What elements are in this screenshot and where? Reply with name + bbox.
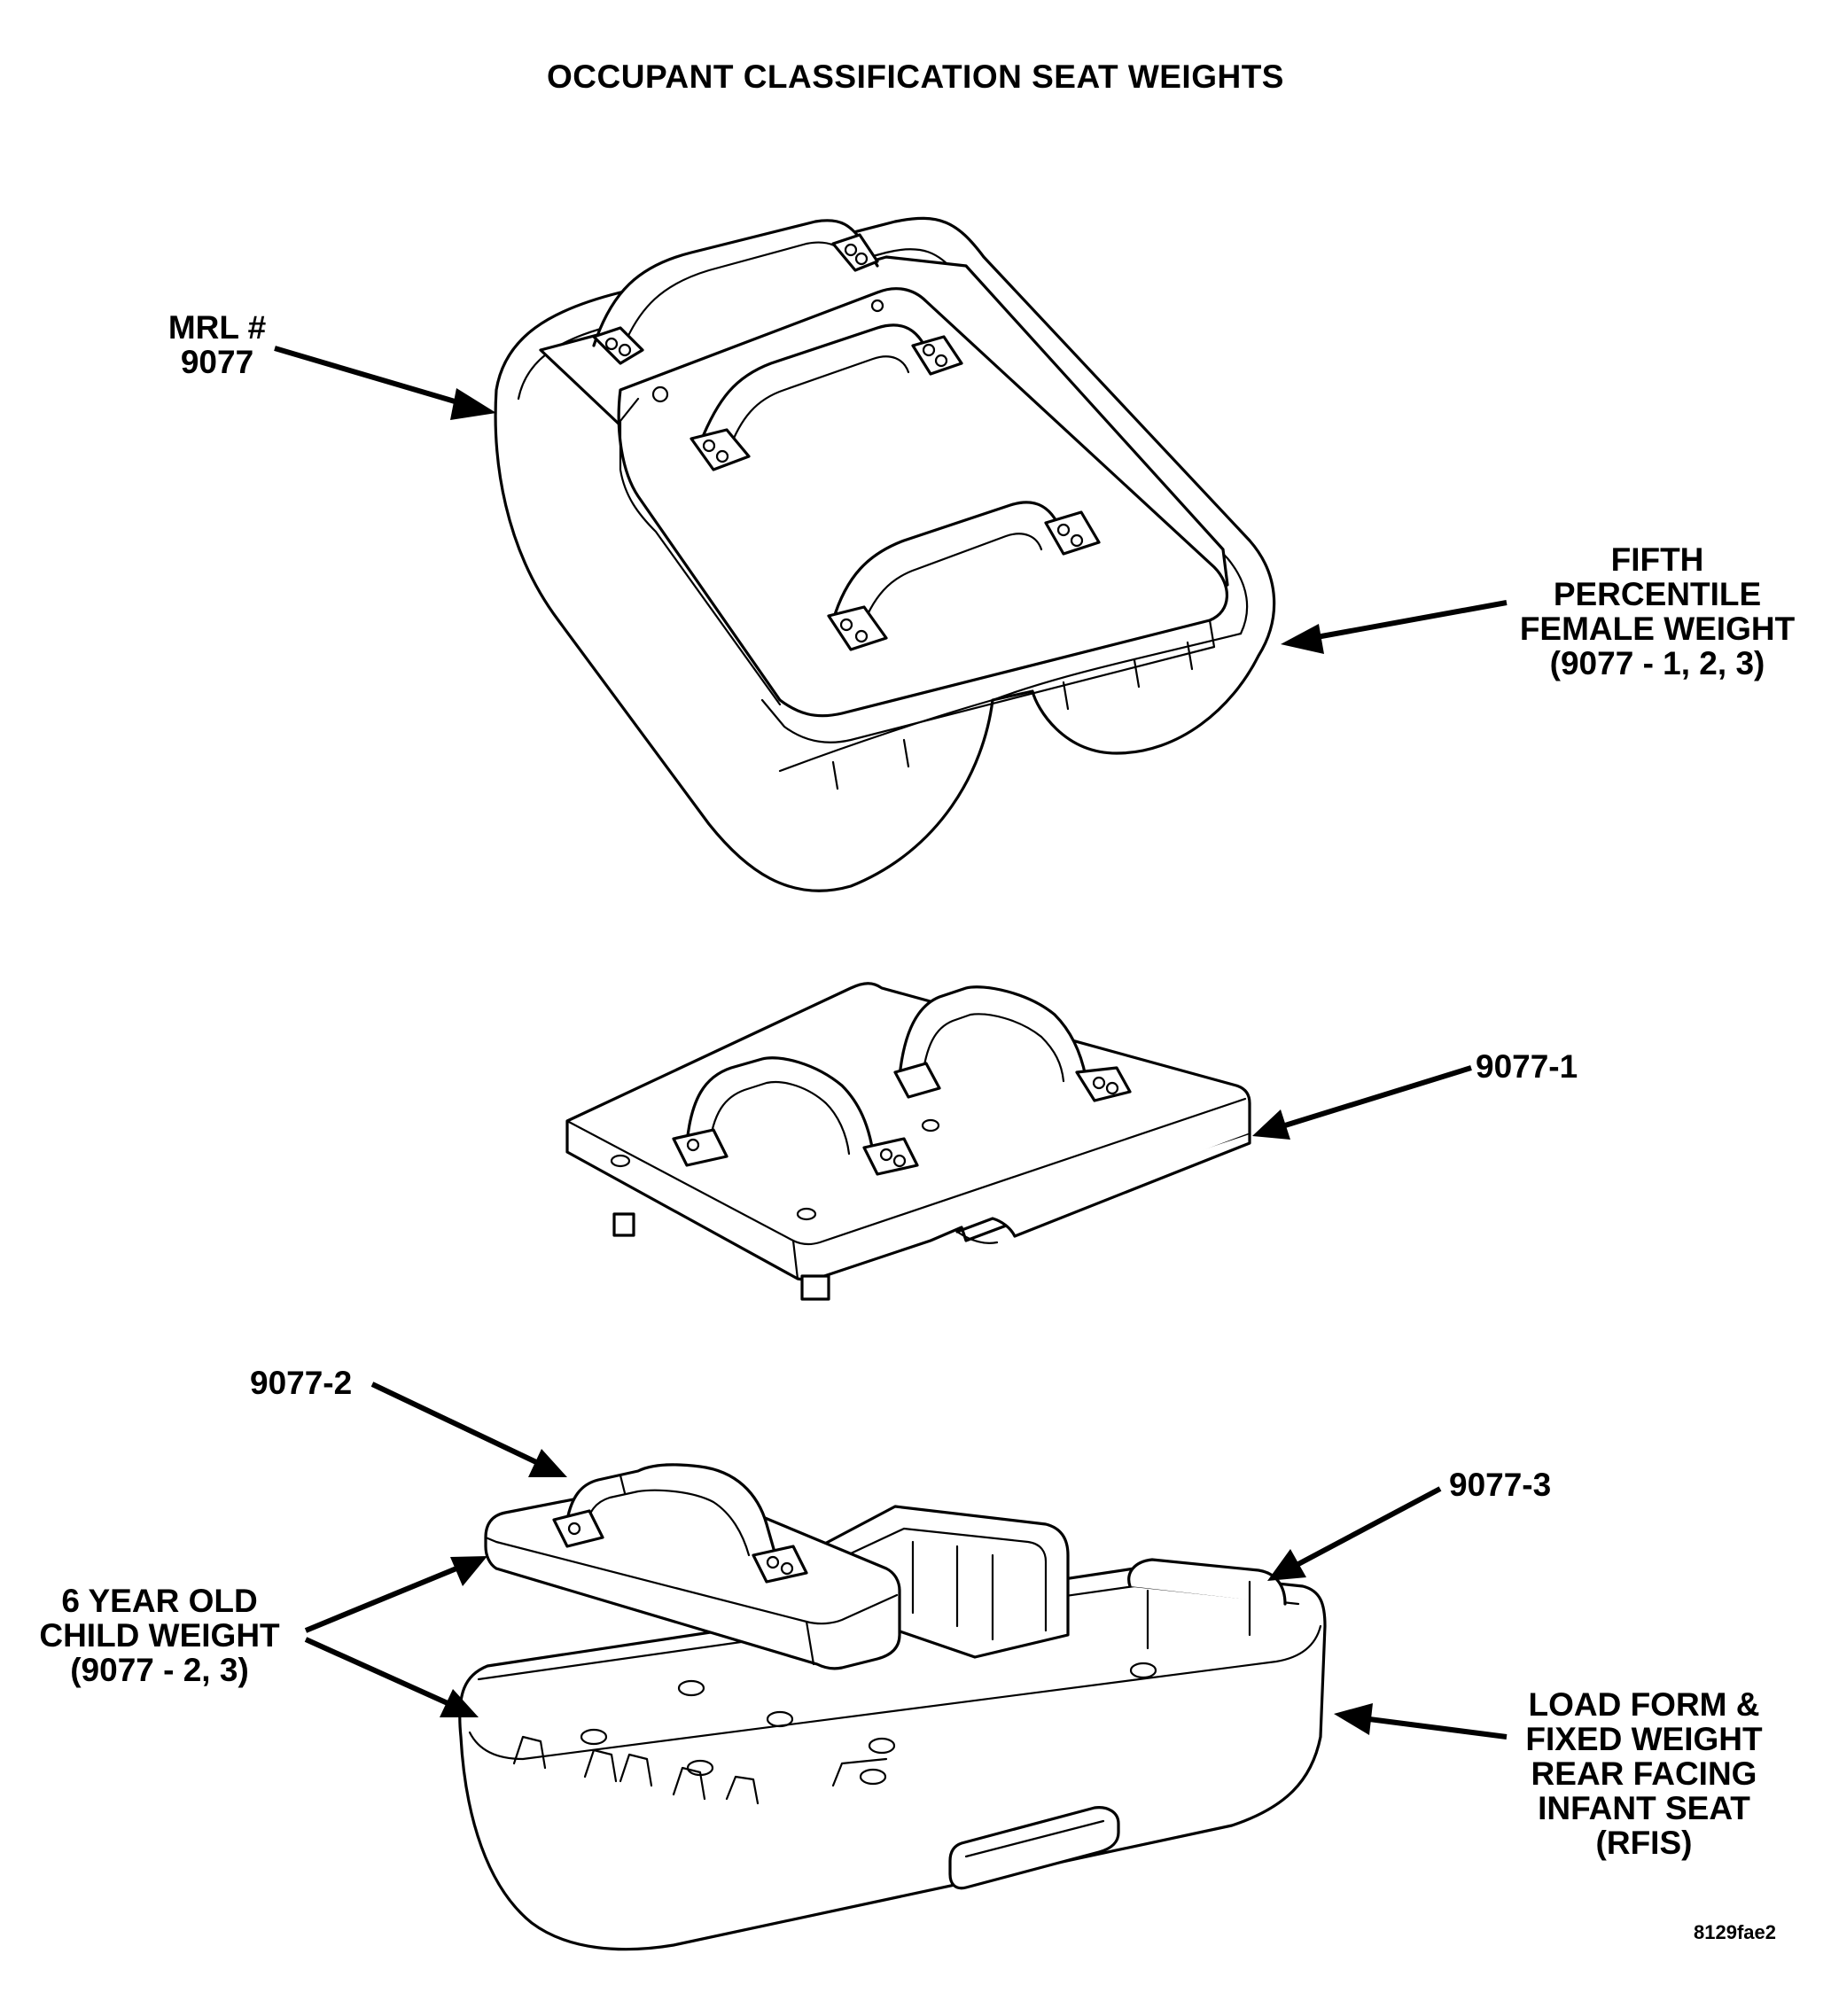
label-line: MRL # (168, 309, 267, 346)
label-9077-1: 9077-1 (1476, 1048, 1578, 1085)
weight-9077-2 (484, 1463, 901, 1670)
label-6-year-old-child-weight: 6 YEAR OLD CHILD WEIGHT (9077 - 2, 3) (27, 1584, 292, 1687)
label-9077-3: 9077-3 (1449, 1467, 1552, 1503)
label-mrl-9077: MRL # 9077 (151, 310, 284, 379)
label-line: FIXED WEIGHT (1525, 1721, 1763, 1757)
label-line: (RFIS) (1595, 1825, 1693, 1861)
leader-arrows (274, 346, 1508, 1740)
figure-id: 8129fae2 (1694, 1921, 1776, 1943)
mrl-9077-assembly (494, 216, 1276, 892)
label-load-form-rfis: LOAD FORM & FIXED WEIGHT REAR FACING INF… (1507, 1687, 1781, 1860)
label-line: (9077 - 1, 2, 3) (1549, 645, 1765, 681)
label-line: INFANT SEAT (1538, 1790, 1750, 1826)
label-line: PERCENTILE (1553, 576, 1762, 612)
label-line: FIFTH (1610, 541, 1704, 578)
label-line: REAR FACING (1531, 1755, 1757, 1792)
label-line: FEMALE WEIGHT (1519, 611, 1796, 647)
weight-9077-3-load-form (458, 1505, 1327, 1951)
label-line: LOAD FORM & (1528, 1686, 1760, 1723)
label-fifth-percentile-female-weight: FIFTH PERCENTILE FEMALE WEIGHT (9077 - 1… (1507, 542, 1808, 681)
label-9077-2: 9077-2 (250, 1365, 353, 1401)
weight-9077-1 (565, 982, 1251, 1301)
label-line: (9077 - 2, 3) (70, 1652, 249, 1688)
label-line: CHILD WEIGHT (39, 1617, 280, 1654)
page-title: OCCUPANT CLASSIFICATION SEAT WEIGHTS (547, 58, 1284, 95)
label-line: 9077 (180, 344, 254, 380)
label-line: 6 YEAR OLD (61, 1583, 258, 1619)
